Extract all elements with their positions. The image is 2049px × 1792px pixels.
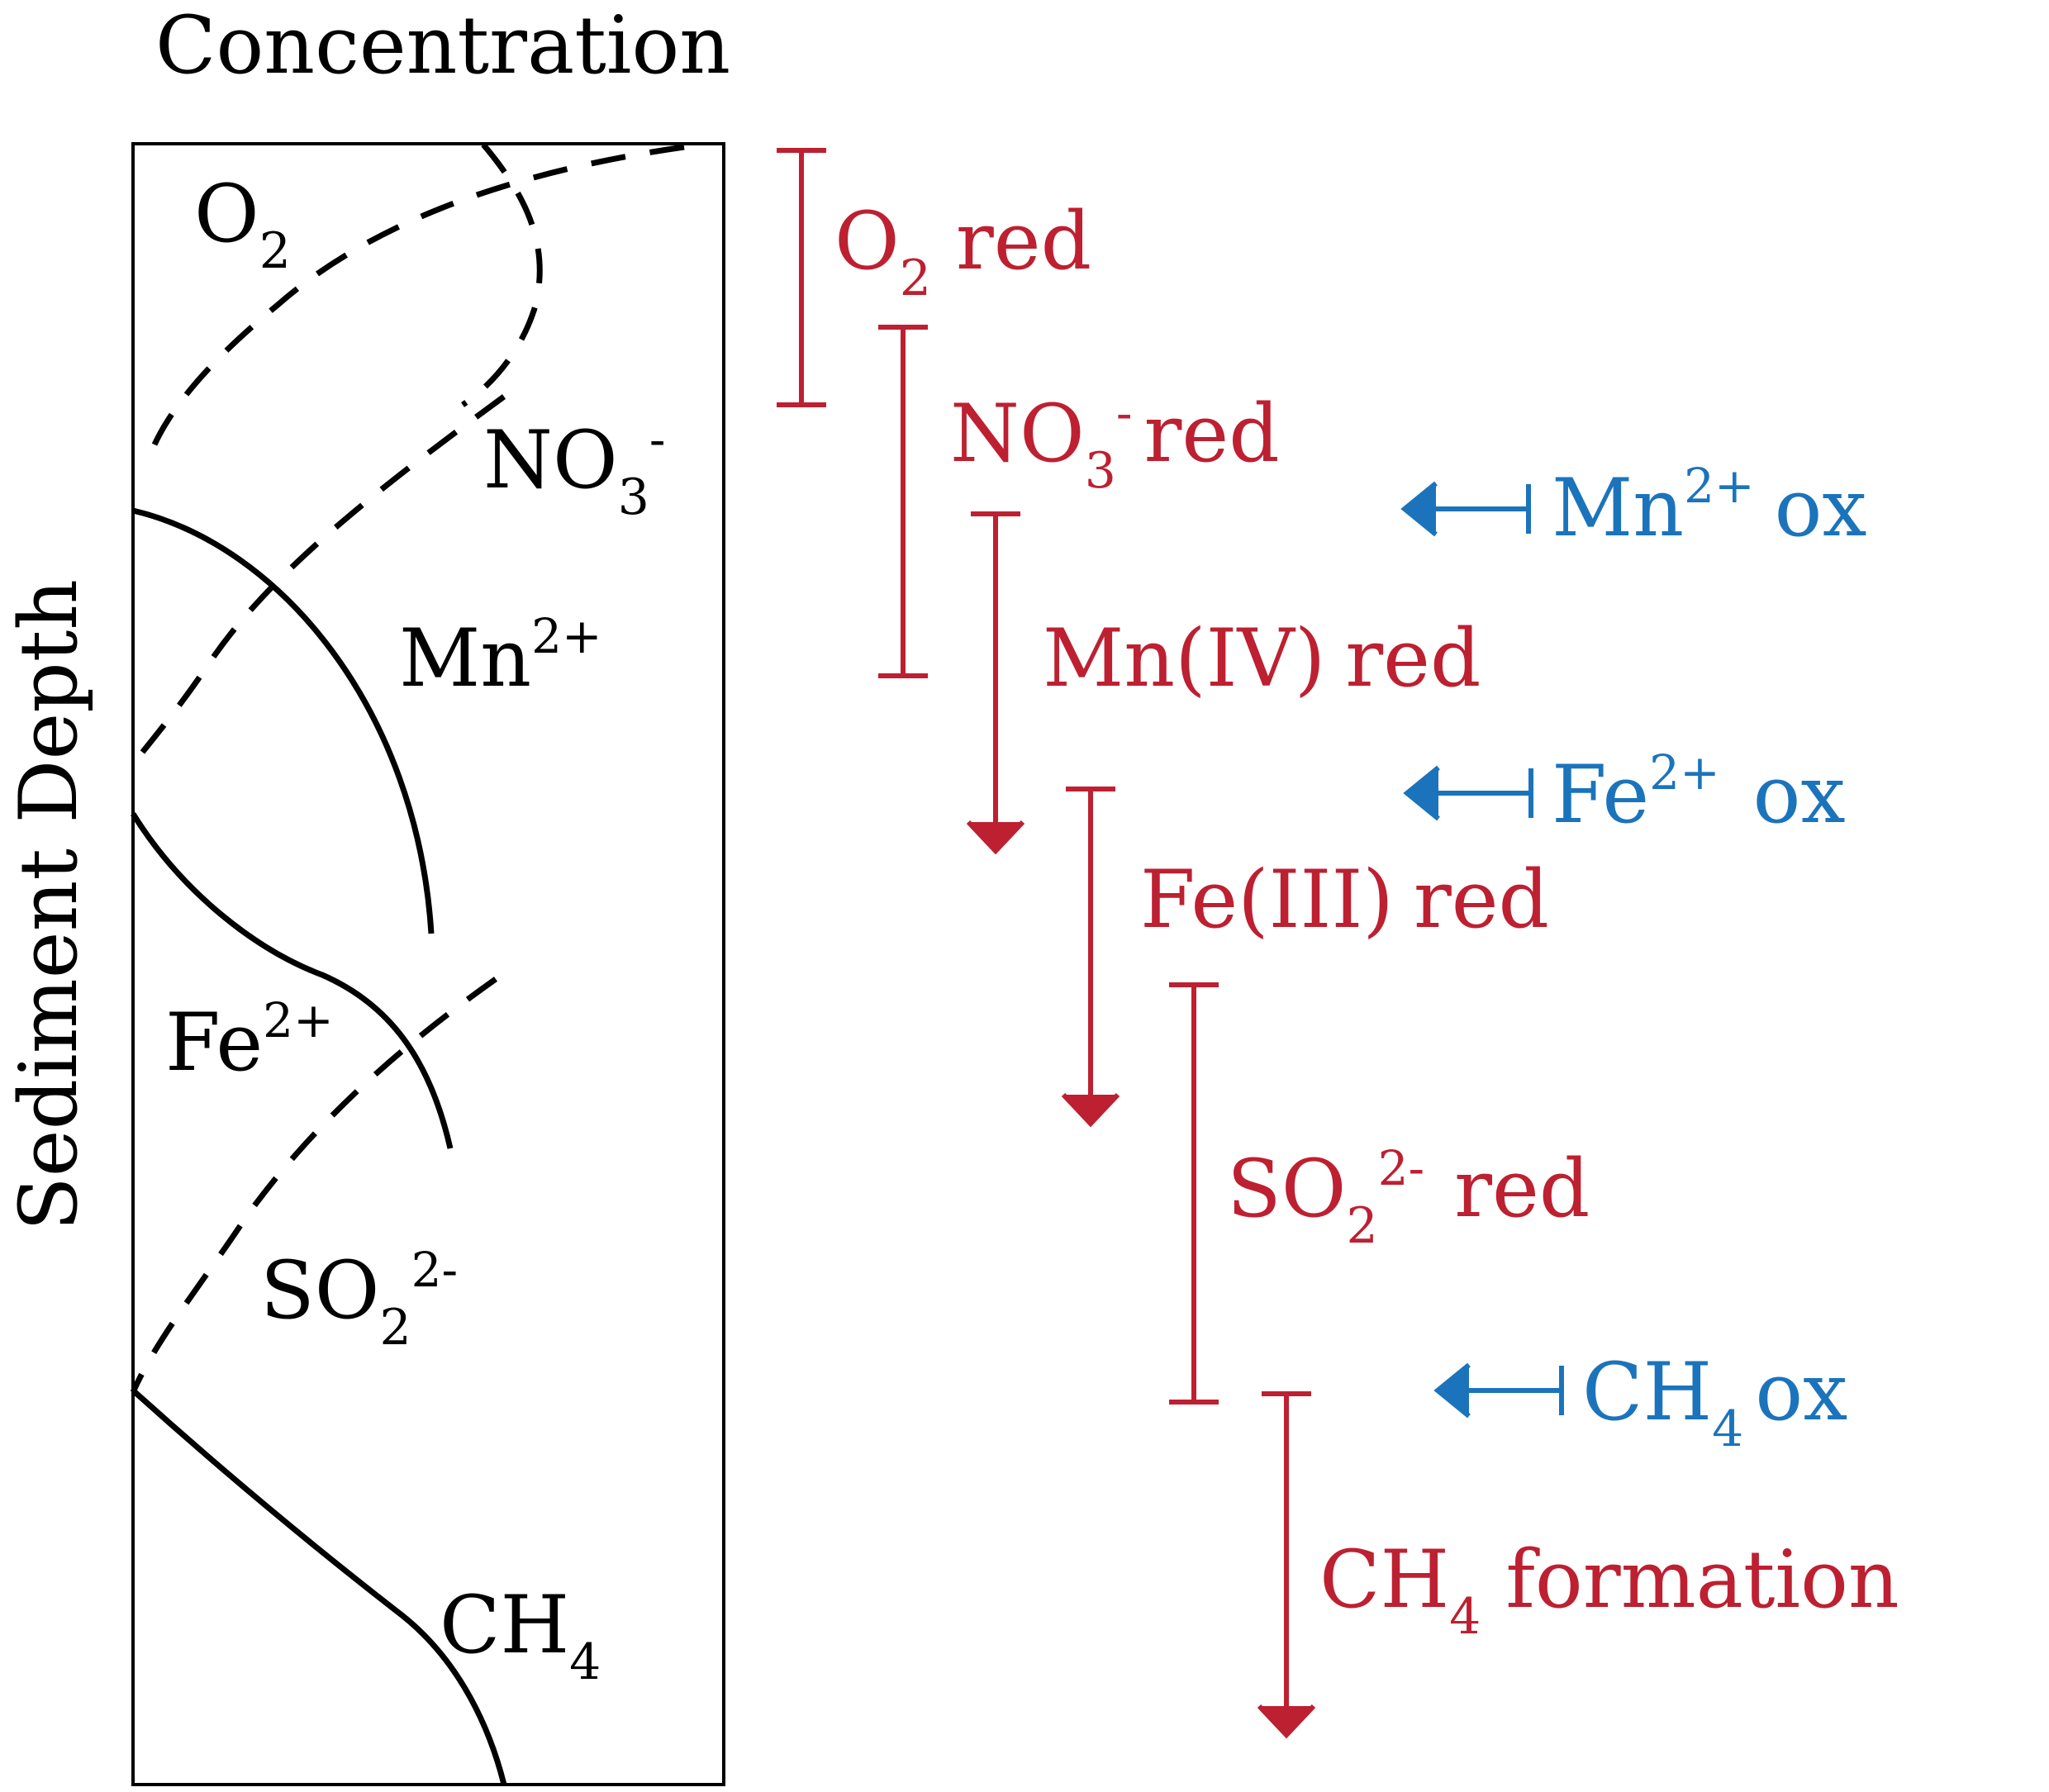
no3-profile-curve	[145, 144, 685, 460]
fe2-profile-curve	[131, 812, 454, 1149]
so4-profile-curve	[130, 977, 498, 1394]
mn2-profile-curve	[132, 507, 435, 934]
sediment-depth-axis-label: Sediment Depth	[2, 579, 95, 1231]
ox-label-mn: Mn2+ox	[1552, 458, 1867, 554]
mn-red-arrow	[966, 511, 1025, 855]
so-red-bar	[1169, 982, 1219, 1405]
fe-red-arrow	[1061, 787, 1120, 1128]
species-label-fe2: Fe2+	[165, 992, 334, 1089]
process-label-fe-red: Fe(III)red	[1140, 853, 1549, 946]
species-label-no3: NO3-	[483, 411, 666, 526]
species-label-o2: O2	[194, 168, 291, 280]
species-label-ch4: CH4	[440, 1579, 601, 1691]
no3-lower-profile-curve	[131, 394, 506, 767]
profile-frame	[131, 142, 725, 1786]
process-label-no3-red: NO3-red	[950, 385, 1280, 500]
mn-ox-arrow	[1400, 481, 1531, 537]
o2-profile-curve	[461, 142, 543, 407]
no3-red-bar	[878, 325, 928, 678]
species-label-so: SO22-	[260, 1242, 458, 1357]
ox-label-fe: Fe2+ox	[1552, 744, 1846, 841]
fe-ox-arrow	[1403, 765, 1533, 821]
ch4-ox-arrow	[1433, 1362, 1564, 1419]
process-label-mn-red: Mn(IV)red	[1043, 612, 1481, 705]
concentration-axis-label: Concentration	[155, 0, 730, 92]
ch4-formation-arrow	[1257, 1391, 1316, 1739]
process-label-so-red: SO22-red	[1227, 1140, 1590, 1255]
o2-red-bar	[777, 148, 826, 407]
ch4-profile-curve	[131, 1388, 507, 1785]
species-label-mn2: Mn2+	[399, 608, 602, 705]
